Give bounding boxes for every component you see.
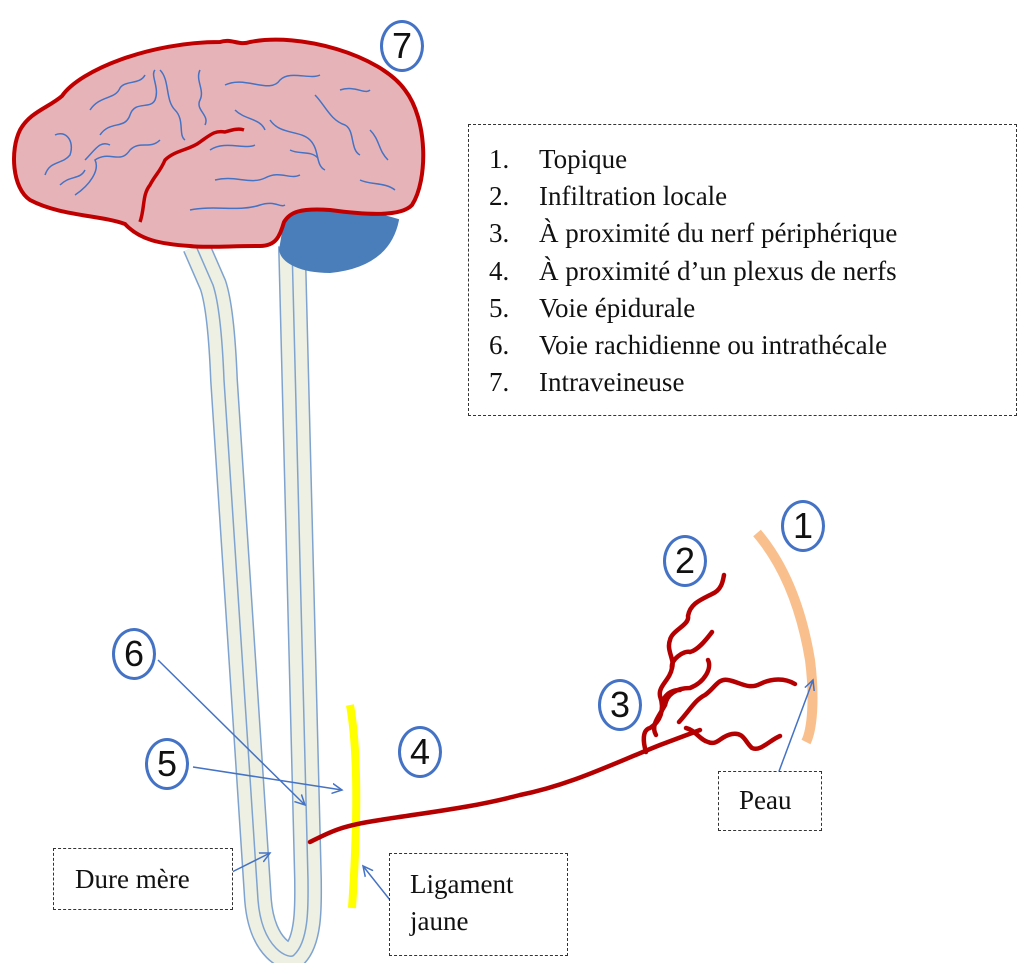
legend-item-text: Topique (539, 144, 627, 174)
legend-item: 4.À proximité d’un plexus de nerfs (489, 253, 897, 290)
legend-item-text: Intraveineuse (539, 367, 684, 397)
legend-item-text: À proximité d’un plexus de nerfs (539, 256, 897, 286)
label-ligament-line2: jaune (410, 906, 468, 937)
legend-item-number: 6. (489, 327, 539, 364)
legend-item: 2.Infiltration locale (489, 178, 897, 215)
ligament-jaune (350, 705, 356, 908)
label-peau: Peau (718, 771, 822, 831)
legend-item-number: 4. (489, 253, 539, 290)
legend: 1.Topique 2.Infiltration locale 3.À prox… (468, 124, 1017, 416)
legend-item-number: 1. (489, 141, 539, 178)
legend-item: 1.Topique (489, 141, 897, 178)
marker-7: 7 (380, 20, 424, 72)
arrow-5 (193, 767, 342, 790)
legend-item: 6.Voie rachidienne ou intrathécale (489, 327, 897, 364)
legend-item-text: Voie rachidienne ou intrathécale (539, 330, 887, 360)
legend-item-number: 2. (489, 178, 539, 215)
label-ligament-line1: Ligament (410, 869, 513, 900)
label-peau-text: Peau (739, 785, 791, 816)
legend-item: 3.À proximité du nerf périphérique (489, 215, 897, 252)
label-ligament-jaune: Ligament jaune (389, 853, 568, 956)
arrow-ligament (363, 866, 390, 900)
marker-5: 5 (145, 738, 189, 790)
legend-item-number: 7. (489, 364, 539, 401)
legend-list: 1.Topique 2.Infiltration locale 3.À prox… (489, 141, 897, 401)
skin (757, 533, 813, 742)
label-dure-mere-text: Dure mère (75, 864, 190, 895)
legend-item-text: Infiltration locale (539, 181, 727, 211)
legend-item-number: 3. (489, 215, 539, 252)
legend-item-number: 5. (489, 290, 539, 327)
legend-item-text: À proximité du nerf périphérique (539, 218, 897, 248)
legend-item-text: Voie épidurale (539, 293, 695, 323)
marker-3: 3 (598, 679, 642, 731)
marker-1: 1 (781, 500, 825, 552)
marker-4: 4 (398, 726, 442, 778)
label-dure-mere: Dure mère (53, 848, 233, 910)
legend-item: 7.Intraveineuse (489, 364, 897, 401)
cerebellum (280, 208, 398, 272)
marker-2: 2 (663, 535, 707, 587)
marker-6: 6 (112, 628, 156, 680)
legend-item: 5.Voie épidurale (489, 290, 897, 327)
